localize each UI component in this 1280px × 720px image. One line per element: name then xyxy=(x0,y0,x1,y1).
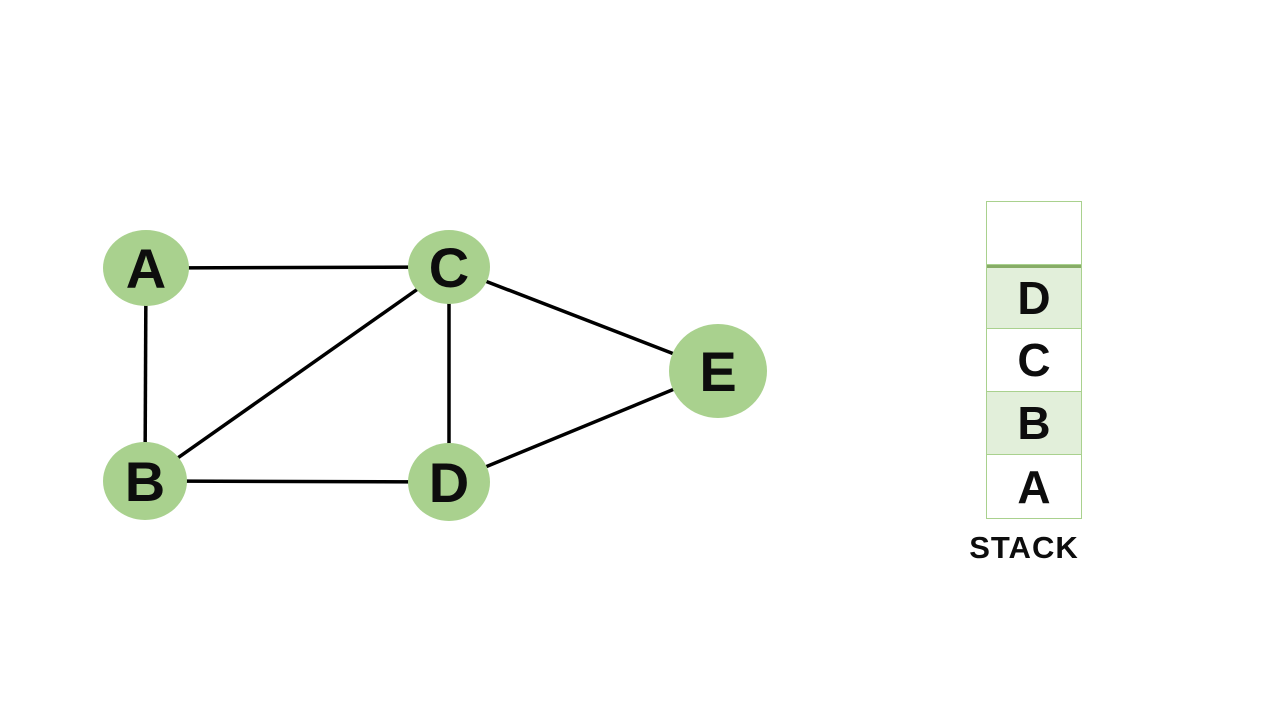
graph-edge-B-D xyxy=(144,479,450,484)
graph-node-label-D: D xyxy=(429,451,469,514)
graph-node-E xyxy=(669,324,767,418)
stack-cell-4: A xyxy=(987,455,1081,518)
graph-node-label-B: B xyxy=(125,450,165,513)
graph-node-A xyxy=(103,230,189,306)
stack-cell-3: B xyxy=(987,392,1081,455)
stack-label: STACK xyxy=(969,530,1079,565)
graph-node-C xyxy=(408,230,490,304)
graph-node-label-C: C xyxy=(429,236,469,299)
graph-node-B xyxy=(103,442,187,520)
graph-node-D xyxy=(408,443,490,521)
graph-node-label-A: A xyxy=(126,237,166,300)
graph-edge-A-C xyxy=(145,265,450,270)
stack-cell-0 xyxy=(987,202,1081,265)
stack-cell-2: C xyxy=(987,329,1081,392)
graph-node-label-E: E xyxy=(699,340,736,403)
stack-cell-1: D xyxy=(987,265,1081,329)
graph-edge-B-C xyxy=(143,265,451,483)
stack-widget: D C B A xyxy=(986,201,1082,519)
